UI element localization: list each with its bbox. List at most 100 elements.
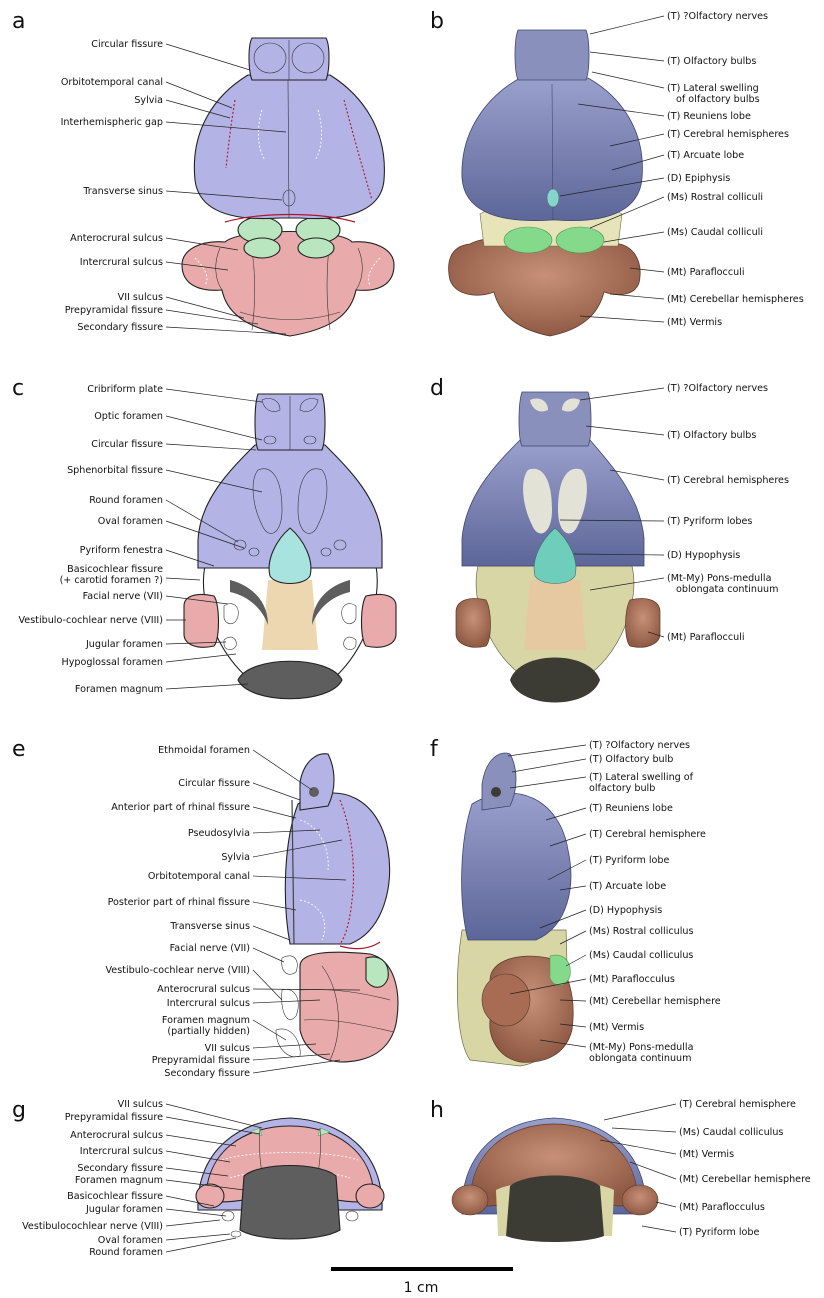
label-vestibulo-cochlear-c: Vestibulo-cochlear nerve (VIII) (18, 615, 163, 626)
panel-a-dorsal-drawing: a Circular fissure Orbitotemporal canal (12, 9, 394, 336)
label-facial-nerve-c: Facial nerve (VII) (83, 591, 163, 602)
label-f-rostral-colliculus: (Ms) Rostral colliculus (589, 926, 693, 937)
label-anterocrural-sulcus: Anterocrural sulcus (70, 233, 163, 244)
label-foramen-magnum-e: Foramen magnum (162, 1015, 250, 1026)
label-g-intercrural-sulcus: Intercrural sulcus (80, 1146, 163, 1157)
label-intercrural-sulcus: Intercrural sulcus (80, 257, 163, 268)
panel-e-labels: Ethmoidal foramen Circular fissure Anter… (105, 745, 250, 1079)
render-cerebrum-lateral (462, 793, 571, 940)
render-cerebellum (449, 235, 641, 336)
label-h-cerebral-hemisphere: (T) Cerebral hemisphere (679, 1099, 796, 1110)
label-circular-fissure-e: Circular fissure (178, 778, 250, 789)
panel-g-letter: g (12, 1098, 26, 1123)
scale-bar: 1 cm (331, 1267, 513, 1296)
label-b-arcuate-lobe: (T) Arcuate lobe (667, 150, 744, 161)
label-b-vermis: (Mt) Vermis (667, 317, 722, 328)
label-g-vii-sulcus: VII sulcus (118, 1099, 163, 1110)
label-orbitotemporal-canal-e: Orbitotemporal canal (148, 871, 250, 882)
label-f-lateral-swelling: (T) Lateral swelling of (589, 772, 694, 783)
label-b-olfactory-nerves: (T) ?Olfactory nerves (667, 11, 768, 22)
label-g-basicochlear-fissure: Basicochlear fissure (67, 1191, 163, 1202)
label-f-lateral-swelling-2: olfactory bulb (589, 783, 655, 794)
label-g-secondary-fissure: Secondary fissure (77, 1163, 163, 1174)
label-f-olfactory-bulb: (T) Olfactory bulb (589, 754, 673, 765)
label-g-jugular-foramen: Jugular foramen (85, 1204, 163, 1215)
panel-d-letter: d (430, 376, 444, 401)
label-d-olfactory-bulbs: (T) Olfactory bulbs (667, 430, 756, 441)
label-g-prepyramidal-fissure: Prepyramidal fissure (65, 1112, 163, 1123)
label-optic-foramen: Optic foramen (94, 411, 163, 422)
panel-d-ventral-render: d (T) ?Olfactory nerves (T) Olfactory bu… (430, 376, 789, 703)
label-g-vestibulocochlear-nerve: Vestibulocochlear nerve (VIII) (22, 1221, 163, 1232)
label-foramen-magnum-c: Foramen magnum (75, 684, 163, 695)
panel-g-posterior-drawing: g VII sulcus Prepyramidal fissure Antero… (12, 1098, 384, 1258)
label-f-pons-medulla-2: oblongata continuum (589, 1053, 691, 1064)
panel-b-dorsal-render: b (T) ?Olfactory nerves (T) Olfactory bu… (430, 9, 804, 336)
label-h-pyriform-lobe: (T) Pyriform lobe (679, 1227, 760, 1238)
label-pyriform-fenestra: Pyriform fenestra (80, 545, 163, 556)
label-f-paraflocculus: (Mt) Paraflocculus (589, 974, 675, 985)
label-b-cerebral-hemispheres: (T) Cerebral hemispheres (667, 129, 789, 140)
label-prepyramidal-fissure-e: Prepyramidal fissure (152, 1055, 250, 1066)
scale-bar-label: 1 cm (404, 1280, 439, 1296)
label-sylvia-e: Sylvia (221, 852, 250, 863)
foramen-magnum-drawing (238, 661, 342, 699)
label-d-paraflocculi: (Mt) Paraflocculi (667, 632, 745, 643)
label-cribriform-plate: Cribriform plate (87, 384, 163, 395)
label-posterior-rhinal-fissure: Posterior part of rhinal fissure (108, 897, 251, 908)
label-f-vermis: (Mt) Vermis (589, 1022, 644, 1033)
panel-b-labels: (T) ?Olfactory nerves (T) Olfactory bulb… (667, 11, 804, 328)
label-jugular-foramen-c: Jugular foramen (85, 639, 163, 650)
label-d-cerebral-hemispheres: (T) Cerebral hemispheres (667, 475, 789, 486)
panel-c-ventral-drawing: c Cribriform plate Opt (12, 376, 396, 699)
label-b-caudal-colliculi: (Ms) Caudal colliculi (667, 227, 763, 238)
panel-h-letter: h (430, 1098, 444, 1123)
label-anterior-rhinal-fissure: Anterior part of rhinal fissure (111, 802, 250, 813)
panel-a-letter: a (12, 9, 25, 34)
panel-e-lateral-drawing: e Ethmoidal foramen Circular fissure Ant… (12, 737, 398, 1079)
label-g-round-foramen: Round foramen (89, 1247, 163, 1258)
label-facial-nerve-e: Facial nerve (VII) (170, 943, 250, 954)
label-b-epiphysis: (D) Epiphysis (667, 173, 730, 184)
panel-h-labels: (T) Cerebral hemisphere (Ms) Caudal coll… (679, 1099, 811, 1238)
label-g-foramen-magnum: Foramen magnum (75, 1175, 163, 1186)
label-sylvia: Sylvia (134, 95, 163, 106)
panel-h-posterior-render: h (T) Cerebral hemisphere (Ms) Caudal co… (430, 1098, 811, 1242)
label-transverse-sinus: Transverse sinus (82, 186, 163, 197)
label-transverse-sinus-e: Transverse sinus (169, 921, 250, 932)
label-d-pons-medulla-2: oblongata continuum (676, 584, 778, 595)
label-carotid-foramen: (+ carotid foramen ?) (60, 575, 163, 586)
panel-b-letter: b (430, 9, 444, 34)
label-b-cerebellar-hemispheres: (Mt) Cerebellar hemispheres (667, 294, 804, 305)
label-hypoglossal-foramen: Hypoglossal foramen (62, 657, 163, 668)
label-f-arcuate-lobe: (T) Arcuate lobe (589, 881, 666, 892)
label-ethmoidal-foramen: Ethmoidal foramen (158, 745, 250, 756)
label-b-reuniens-lobe: (T) Reuniens lobe (667, 111, 751, 122)
label-intercrural-sulcus-e: Intercrural sulcus (167, 998, 250, 1009)
panel-f-labels: (T) ?Olfactory nerves (T) Olfactory bulb… (589, 740, 721, 1064)
label-oval-foramen: Oval foramen (98, 516, 163, 527)
label-round-foramen: Round foramen (89, 495, 163, 506)
label-f-cerebellar-hemisphere: (Mt) Cerebellar hemisphere (589, 996, 721, 1007)
label-f-olfactory-nerves: (T) ?Olfactory nerves (589, 740, 690, 751)
panel-f-letter: f (430, 737, 439, 762)
label-d-pyriform-lobes: (T) Pyriform lobes (667, 516, 752, 527)
label-interhemispheric-gap: Interhemispheric gap (61, 117, 163, 128)
label-circular-fissure-c: Circular fissure (91, 439, 163, 450)
label-basicochlear-fissure: Basicochlear fissure (67, 564, 163, 575)
label-sphenorbital-fissure: Sphenorbital fissure (67, 465, 163, 476)
panel-g-labels: VII sulcus Prepyramidal fissure Anterocr… (22, 1099, 163, 1258)
cerebrum-lateral-drawing (285, 793, 389, 944)
label-b-lateral-swelling-2: of olfactory bulbs (676, 94, 760, 105)
label-h-caudal-colliculus: (Ms) Caudal colliculus (679, 1127, 783, 1138)
label-h-vermis: (Mt) Vermis (679, 1149, 734, 1160)
label-f-pons-medulla: (Mt-My) Pons-medulla (589, 1042, 693, 1053)
label-f-reuniens-lobe: (T) Reuniens lobe (589, 803, 673, 814)
panel-c-letter: c (12, 376, 24, 401)
cerebral-hemispheres-drawing (194, 75, 384, 219)
panel-e-letter: e (12, 737, 26, 762)
label-prepyramidal-fissure: Prepyramidal fissure (65, 305, 163, 316)
label-g-anterocrural-sulcus: Anterocrural sulcus (70, 1130, 163, 1141)
label-vestibulo-cochlear-e: Vestibulo-cochlear nerve (VIII) (105, 965, 250, 976)
label-secondary-fissure-e: Secondary fissure (164, 1068, 250, 1079)
